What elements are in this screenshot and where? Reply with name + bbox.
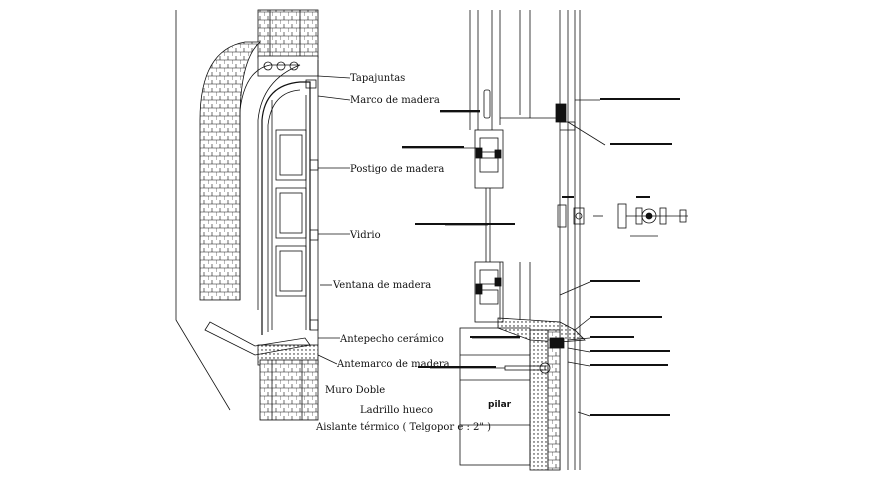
window-axonometric xyxy=(175,9,351,421)
label-ladrillo: Ladrillo hueco xyxy=(360,405,433,416)
label-antepecho: Antepecho cerámico xyxy=(339,334,444,345)
insulation-layer xyxy=(529,329,549,471)
window-frame xyxy=(261,81,311,335)
brick-layer xyxy=(547,329,561,471)
sill xyxy=(204,321,311,356)
label-antemarco: Antemarco de madera xyxy=(336,359,450,370)
label-vidrio: Vidrio xyxy=(349,230,381,241)
sash-upper xyxy=(275,129,307,181)
wall-edge xyxy=(175,10,231,411)
sash-lower xyxy=(275,245,307,297)
label-marco: Marco de madera xyxy=(350,95,440,106)
label-ventana: Ventana de madera xyxy=(332,280,431,291)
upper-sash-profile xyxy=(474,129,504,189)
label-pilar: pilar xyxy=(488,400,512,410)
section-annotations xyxy=(402,98,680,416)
label-tapajuntas: Tapajuntas xyxy=(350,73,405,84)
hardware-detail xyxy=(557,203,688,237)
pilar-block xyxy=(459,327,531,466)
sash-middle xyxy=(275,187,307,239)
label-aislante: Aislante térmico ( Telgopor e : 2" ) xyxy=(315,422,491,433)
arched-head xyxy=(199,41,262,301)
lower-sash-profile xyxy=(474,261,504,323)
label-muro: Muro Doble xyxy=(325,385,385,396)
lower-brick-wall xyxy=(259,359,319,421)
label-postigo: Postigo de madera xyxy=(350,164,444,175)
top-brick-wall xyxy=(257,9,319,59)
